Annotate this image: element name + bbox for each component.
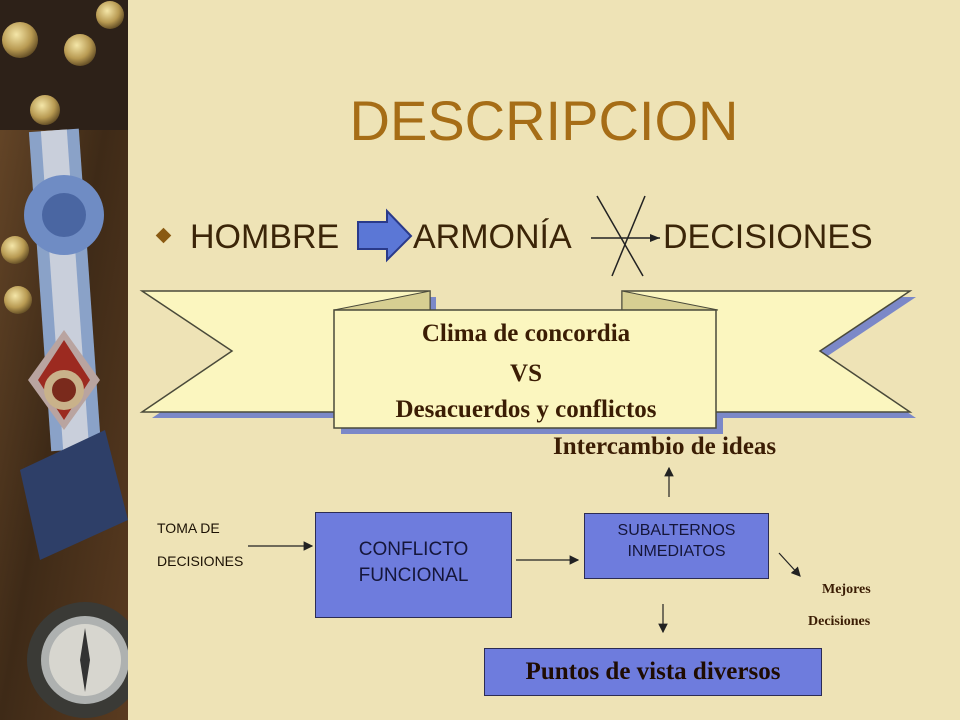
banner-line-clima: Clima de concordia (421, 320, 631, 347)
box-puntos-vista: Puntos de vista diversos (484, 648, 822, 696)
label-toma-line1: TOMA DE (157, 520, 220, 536)
conflicto-line2: FUNCIONAL (358, 565, 469, 586)
label-intercambio: Intercambio de ideas (553, 433, 777, 460)
banner-line-vs: VS (510, 360, 542, 387)
word-decisiones: DECISIONES (663, 218, 873, 256)
subalternos-line1: SUBALTERNOS (617, 522, 736, 539)
banner-line-desacuerdos: Desacuerdos y conflictos (395, 396, 657, 423)
word-hombre: HOMBRE (190, 218, 340, 256)
scroll-banner (139, 290, 916, 434)
label-toma-line2: DECISIONES (157, 553, 244, 569)
crossed-arrow-icon (591, 195, 660, 277)
block-arrow-icon (357, 208, 413, 263)
conflicto-line1: CONFLICTO (358, 539, 469, 560)
box-subalternos: SUBALTERNOS INMEDIATOS (584, 513, 769, 579)
label-mejores: Mejores (822, 582, 871, 597)
subalternos-line2: INMEDIATOS (627, 543, 726, 560)
box-conflicto-funcional: CONFLICTO FUNCIONAL (315, 512, 512, 618)
decorative-medal-photo (0, 0, 128, 720)
slide-title: DESCRIPCION (349, 89, 739, 152)
label-decisiones-final: Decisiones (808, 614, 871, 629)
word-armonia: ARMONÍA (413, 218, 572, 256)
